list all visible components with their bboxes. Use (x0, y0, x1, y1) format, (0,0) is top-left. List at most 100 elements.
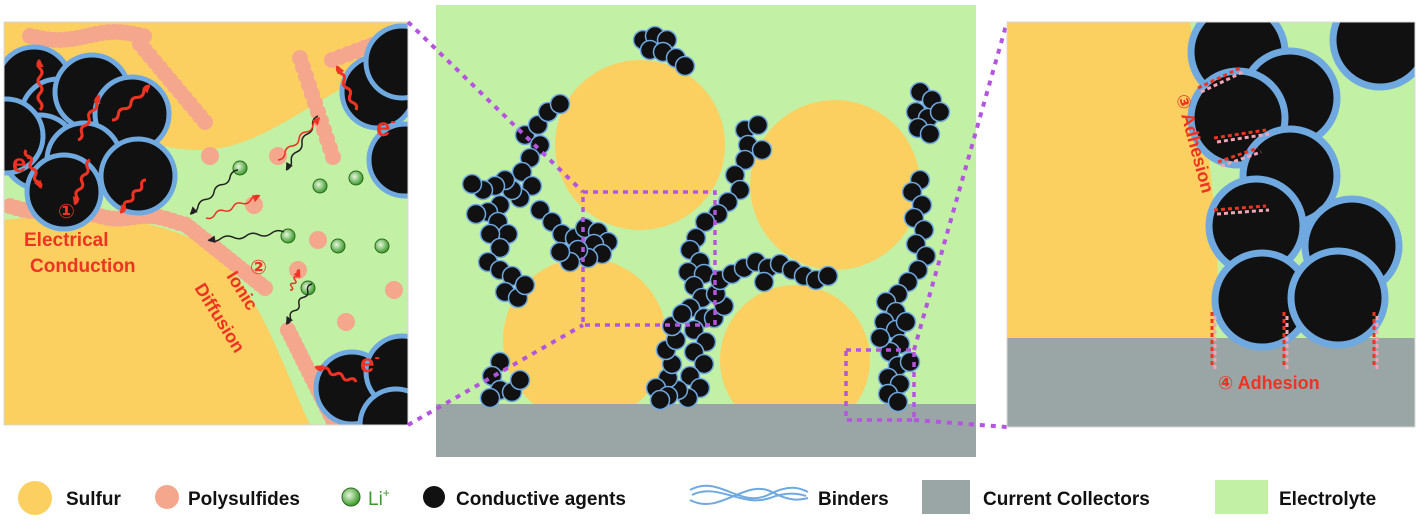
legend-conductive: Conductive agents (456, 489, 626, 510)
wavy-arrow (189, 169, 239, 215)
arrow-head (316, 365, 324, 373)
carbon-particle (24, 152, 104, 232)
adhesion-arrow (1200, 70, 1244, 94)
sulfur-particle (555, 60, 725, 230)
li-ion (280, 228, 296, 244)
zoom-boxes (581, 190, 916, 422)
carbon-cluster-left (4, 23, 408, 425)
electron-label: e- (360, 348, 380, 378)
legend-polysulfides: Polysulfides (188, 489, 300, 510)
conductive-agent-particle (895, 311, 917, 333)
arrow-head (190, 206, 198, 214)
zoom-box-right (844, 348, 916, 422)
carbon-particle (1329, 22, 1415, 91)
li-ion (330, 238, 346, 254)
wavy-arrow (205, 194, 261, 220)
adhesion-arrow (1216, 208, 1270, 216)
wavy-arrow (36, 58, 44, 112)
carbon-particle (363, 23, 408, 101)
arrow-head (142, 86, 150, 94)
polysulfide (245, 196, 263, 214)
arrow-head (286, 316, 294, 324)
polysulfide-bead (197, 114, 213, 130)
wavy-arrow (111, 84, 151, 122)
conductive-agent-particle (671, 303, 693, 325)
legend-binders: Binders (818, 489, 889, 510)
legend-polysulfide-swatch (155, 485, 179, 509)
adhesion-arrow (1197, 66, 1241, 90)
legend-sulfur-swatch (18, 481, 52, 515)
carbon-cluster-right (1187, 22, 1415, 351)
arrow-head (312, 118, 320, 126)
step-2-marker: ② (250, 257, 267, 279)
carbon-particle (366, 121, 408, 199)
arrow-head (252, 195, 260, 203)
sulfur-particle (503, 258, 667, 422)
transport-arrows (23, 58, 359, 383)
conductive-agent-particle (509, 369, 531, 391)
arrow-head (337, 66, 345, 74)
arrow-head (72, 196, 81, 204)
polysulfide (309, 231, 327, 249)
legend-electrolyte: Electrolyte (1279, 489, 1376, 510)
conductive-agent-particle (817, 265, 839, 287)
legend-electrolyte-swatch (1215, 480, 1268, 514)
current-collector (1007, 338, 1415, 427)
adhesion-arrow (1217, 146, 1259, 164)
current-collector (436, 404, 976, 457)
carbon-particle (98, 136, 178, 216)
adhesion-arrow (1213, 128, 1267, 140)
carbon-particle (1287, 247, 1389, 349)
conductive-agent-particle (479, 223, 501, 245)
conductive-agent-particle (461, 173, 483, 195)
conductive-agent-particle (899, 351, 921, 373)
wavy-arrow (285, 283, 313, 325)
zoom-connectors (406, 20, 1009, 429)
wavy-arrow (73, 158, 91, 206)
conductive-agent-particle (747, 114, 769, 136)
electrical-label: Electrical (24, 230, 109, 251)
wavy-arrow (77, 94, 101, 142)
arrow-head (93, 96, 101, 104)
conductive-agent-particle (521, 175, 543, 197)
electron-label: e- (376, 112, 396, 142)
conductive-agent-particle (693, 353, 715, 375)
li-ion (348, 170, 364, 186)
conductive-agent-particle (753, 271, 775, 293)
li-ion (232, 160, 248, 176)
adhesion-arrow (1216, 132, 1270, 144)
electron-labels: e-e-e- (12, 112, 396, 378)
arrow-head (33, 180, 42, 188)
conduction-label: Conduction (30, 256, 136, 277)
conductive-agent-particle (729, 179, 751, 201)
arrow-head (36, 60, 44, 68)
legend-li: Li+ (368, 486, 390, 510)
wavy-arrow (277, 117, 321, 161)
arrow-head (286, 162, 293, 170)
conductive-agent-particle (751, 139, 773, 161)
li-ion (374, 238, 390, 254)
conductive-agent-particle (489, 237, 511, 259)
conductive-agent-particle (649, 389, 671, 411)
step-1-marker: ① (58, 201, 75, 223)
arrow-head (208, 235, 216, 244)
sulfur-particle (750, 100, 920, 270)
wavy-arrow (207, 229, 285, 243)
sulfur-region (1007, 22, 1218, 340)
legend-collector-swatch (922, 480, 970, 514)
zoom-box-left (581, 190, 717, 327)
polysulfide-bead (257, 280, 273, 296)
right-zoom-panel: ③ Adhesion ④ Adhesion (1007, 22, 1415, 427)
sulfur-particle (720, 285, 870, 435)
conductive-agent-particle (514, 274, 536, 296)
polysulfide (269, 147, 287, 165)
sulfur-region-top (4, 22, 408, 150)
adhesion-4-label: ④ Adhesion (1218, 373, 1320, 393)
polysulfide-bead (325, 149, 341, 165)
wavy-arrow (314, 365, 358, 383)
middle-electrode-panel (436, 5, 976, 457)
electron-label: e- (12, 148, 32, 178)
wavy-arrow (335, 65, 359, 111)
conductive-agent-particle (529, 199, 551, 221)
